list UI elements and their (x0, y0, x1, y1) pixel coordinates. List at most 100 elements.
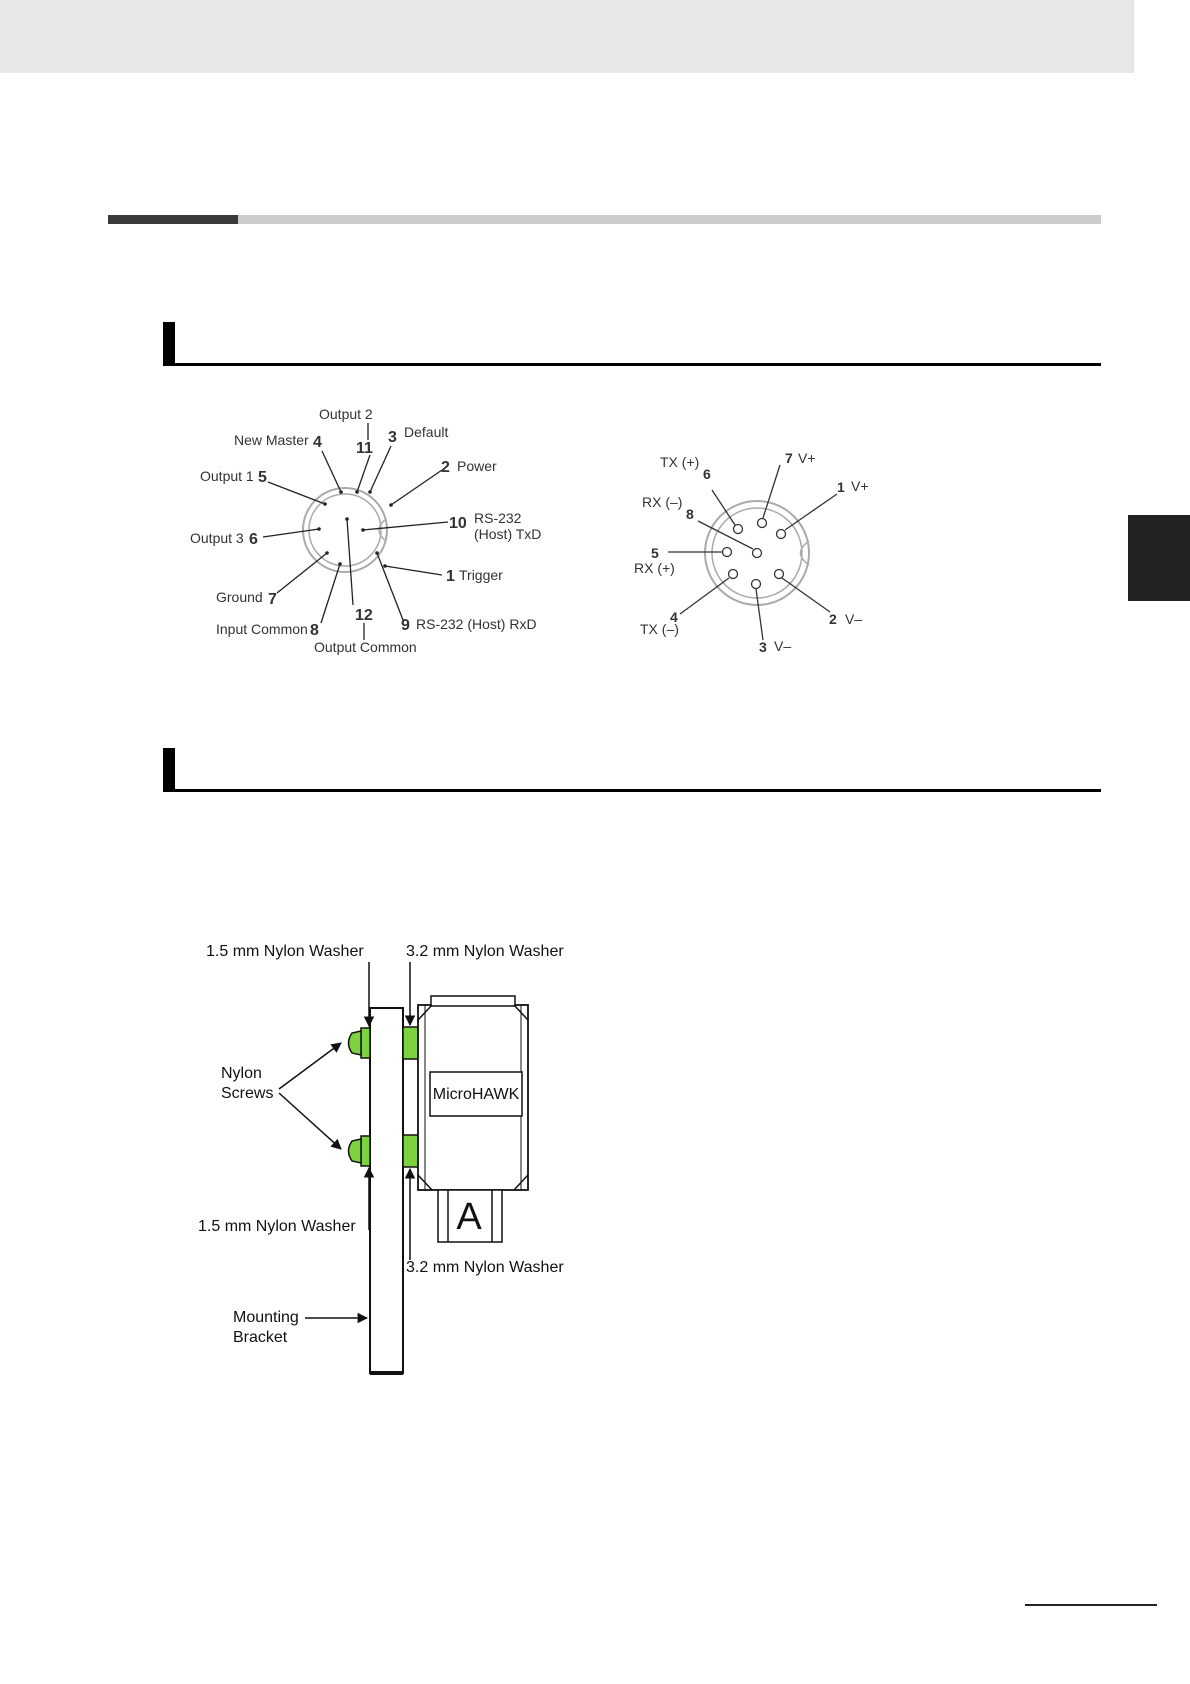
pin-9-label: RS-232 (Host) RxD (416, 616, 537, 632)
pin-4-number: 4 (670, 609, 678, 625)
mounting-bracket (369, 1007, 404, 1374)
label-nylon-screws-line1: Nylon (221, 1065, 262, 1082)
section-underline (163, 789, 1101, 792)
leader-pin-7 (276, 552, 328, 594)
label-nylon-screws-line2: Screws (221, 1085, 273, 1102)
pin-4 (727, 568, 739, 580)
leader-pin-1 (384, 565, 443, 576)
pin-5 (721, 546, 733, 558)
pin-5-number: 5 (258, 469, 267, 486)
washer-top-left (360, 1027, 371, 1059)
leader-pin-1 (784, 493, 838, 531)
pin-12-number: 12 (355, 607, 373, 624)
leader-pin-6 (262, 528, 320, 538)
leader-pin-10 (362, 521, 449, 531)
pin-9-number: 9 (401, 617, 410, 634)
pin-12-label: Output Common (314, 639, 417, 655)
pin-5-number: 5 (651, 545, 659, 561)
pin-5-label: RX (+) (634, 560, 675, 576)
pin-7-label: V+ (798, 450, 816, 466)
leader-pin-7 (762, 464, 781, 519)
pin-11-number: 11 (356, 440, 373, 457)
section-heading-mounting (163, 748, 1101, 792)
pin-4-number: 4 (313, 434, 322, 451)
label-mounting-bracket-line2: Bracket (233, 1329, 288, 1346)
pin-1-label: V+ (851, 478, 869, 494)
washer-bottom-left (360, 1135, 371, 1167)
label-washer-top-left: 1.5 mm Nylon Washer (206, 943, 364, 960)
leader-pin-11 (356, 454, 371, 493)
pin-5-label: Output 1 (200, 468, 254, 484)
pin-2-label: V– (845, 611, 862, 627)
pin-1 (775, 528, 787, 540)
pin-4-label: New Master (234, 432, 309, 448)
microhawk-bottom-corners (417, 1174, 529, 1191)
leader-pin-12 (346, 518, 354, 606)
leader-pin-4 (321, 450, 342, 493)
section-marker (163, 322, 175, 366)
connector-8pin-diagram: 1 V+ 2 V– 3 V– 4 TX (–) 5 RX (+) 6 TX (+… (634, 450, 869, 655)
pin-1-label: Trigger (459, 567, 503, 583)
section-marker (163, 748, 175, 792)
pin-1-number: 1 (837, 479, 845, 495)
page-header-band (0, 0, 1134, 73)
leader-pin-5 (267, 481, 326, 505)
pin-7 (756, 517, 768, 529)
microhawk-top-corners (417, 1004, 529, 1021)
label-washer-bottom-left: 1.5 mm Nylon Washer (198, 1218, 356, 1235)
pin-3-label: Default (404, 424, 448, 440)
pin-2-label: Power (457, 458, 497, 474)
microhawk-top-lip (430, 995, 516, 1007)
nylon-screw-top (347, 1030, 362, 1056)
pin-8-number: 8 (686, 506, 694, 522)
pin-2 (773, 568, 785, 580)
pin-8-label: RX (–) (642, 494, 682, 510)
section-underline (163, 363, 1101, 366)
nylon-screw-bottom (347, 1138, 362, 1164)
mounting-diagram: 1.5 mm Nylon Washer 3.2 mm Nylon Washer … (198, 943, 564, 1375)
leader-pin-8 (697, 520, 754, 550)
leader-pin-3 (755, 588, 764, 641)
leader-pin-8 (320, 563, 341, 624)
connector-8-inner-ring (711, 507, 803, 599)
footer-rule (1025, 1604, 1157, 1606)
washer-bottom-right (402, 1134, 419, 1168)
microhawk-label-box (429, 1071, 523, 1117)
pin-10-label-line2: (Host) TxD (474, 526, 541, 542)
pin-7-number: 7 (268, 591, 277, 608)
label-washer-top-right: 3.2 mm Nylon Washer (406, 943, 564, 960)
pin-8-label: Input Common (216, 621, 308, 637)
pin-11-label: Output 2 (319, 406, 373, 422)
pin-4-label: TX (–) (640, 621, 679, 637)
pin-10-number: 10 (449, 515, 467, 532)
pin-7-number: 7 (785, 450, 793, 466)
connector-12pin-diagram: 1 Trigger 2 Power 3 Default 4 New Master… (190, 406, 541, 655)
connector-12-key (378, 518, 387, 542)
pin-6-number: 6 (249, 531, 258, 548)
pin-1-number: 1 (446, 568, 455, 585)
leader-pin-6 (711, 489, 736, 526)
label-connector-a: A (456, 1196, 482, 1238)
section-heading-connector-pinouts (163, 322, 1101, 366)
label-washer-bottom-right: 3.2 mm Nylon Washer (406, 1259, 564, 1276)
pin-3-number: 3 (388, 429, 397, 446)
connector-8-outer-ring (704, 500, 810, 606)
leader-pin-4 (679, 577, 730, 615)
pin-6-label: TX (+) (660, 454, 699, 470)
arrow-screw-bottom (278, 1092, 342, 1150)
chapter-rule-accent (108, 215, 238, 224)
washer-top-right (402, 1026, 419, 1060)
pin-10-label-line1: RS-232 (474, 510, 522, 526)
leader-pin-9 (376, 552, 404, 621)
pin-8-number: 8 (310, 622, 319, 639)
arrow-screw-top (278, 1042, 342, 1090)
pin-2-number: 2 (441, 459, 450, 476)
chapter-side-tab (1128, 515, 1190, 601)
connector-12-outer-ring (302, 487, 388, 573)
pin-3 (750, 578, 762, 590)
connector-8-key (799, 540, 810, 566)
leader-pin-2 (781, 577, 831, 613)
pin-8 (751, 547, 763, 559)
leader-pin-2 (390, 469, 443, 506)
pin-3-number: 3 (759, 639, 767, 655)
